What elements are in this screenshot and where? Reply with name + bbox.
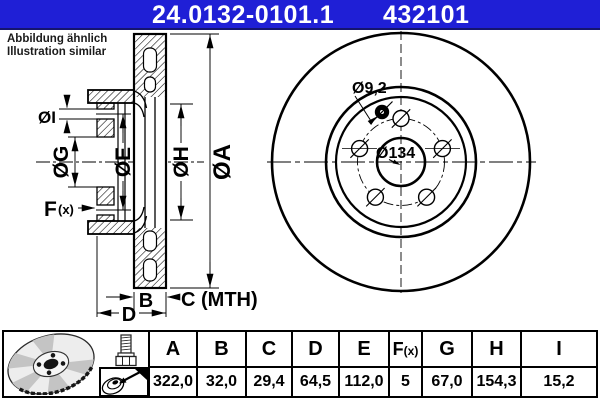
col-header-a: A <box>148 330 198 368</box>
value-g: 67,0 <box>421 366 473 398</box>
outer-diameter-circle <box>270 31 532 293</box>
note-line-en: Illustration similar <box>7 46 107 58</box>
center-dia-leader <box>388 159 401 165</box>
brake-disc-3d-icon <box>7 333 95 395</box>
locating-hole <box>354 95 393 125</box>
vent-slot <box>143 76 157 93</box>
label-dia-h: ØH <box>170 146 193 178</box>
header-bar: 24.0132-0101.1 432101 <box>0 0 600 30</box>
label-center-dia: Ø134 <box>376 145 415 162</box>
similarity-note: Abbildung ähnlich Illustration similar <box>7 33 107 59</box>
hat-edge-circle <box>334 95 468 229</box>
label-d: D <box>122 304 136 326</box>
hat-flange-top <box>87 89 135 104</box>
reference-number: 432101 <box>383 1 470 29</box>
note-line-de: Abbildung ähnlich <box>7 33 108 45</box>
f-main: F <box>392 338 404 359</box>
value-c: 29,4 <box>245 366 293 398</box>
hat-wall <box>96 118 115 138</box>
col-header-f: F(x) <box>388 330 423 368</box>
hat-wall <box>96 214 115 222</box>
vent-slot <box>142 258 158 282</box>
neck-curve <box>133 206 145 222</box>
hat-wall <box>96 186 115 206</box>
label-dia-a: ØA <box>209 144 236 180</box>
value-h: 154,3 <box>471 366 522 398</box>
value-a: 322,0 <box>148 366 198 398</box>
dimension-lines <box>59 33 219 317</box>
col-header-e: E <box>338 330 390 368</box>
hat-flange-bottom <box>87 220 135 235</box>
label-dia-i: ØI <box>38 108 56 127</box>
value-f: 5 <box>388 366 423 398</box>
label-dia-e: ØE <box>112 147 135 177</box>
value-b: 32,0 <box>196 366 247 398</box>
label-f-sub: (x) <box>58 202 74 217</box>
col-header-b: B <box>196 330 247 368</box>
friction-inner-circle <box>324 85 478 239</box>
table-icon-cell <box>2 330 150 398</box>
vent-slot <box>142 47 158 73</box>
f-sub: (x) <box>403 343 419 358</box>
leader-arrowhead <box>367 116 377 125</box>
col-header-i: I <box>520 330 598 368</box>
wheel-bolt-holes <box>342 108 460 207</box>
mounting-bolt-icon <box>115 334 137 367</box>
section-labels: ØI ØG ØE ØH ØA F (x) B C (MTH) D <box>38 108 258 326</box>
label-b: B <box>139 290 153 312</box>
col-header-h: H <box>471 330 522 368</box>
label-dia-g: ØG <box>50 146 73 179</box>
value-e: 112,0 <box>338 366 390 398</box>
section-view: ØI ØG ØE ØH ØA F (x) B C (MTH) D <box>36 32 258 326</box>
mounting-direction-icon <box>99 367 147 395</box>
dimension-table: A B C D E F(x) G H I 322,0 32,0 29,4 64,… <box>2 330 598 398</box>
label-c-mth: C (MTH) <box>181 289 258 311</box>
hat-wall <box>96 102 115 110</box>
value-i: 15,2 <box>520 366 598 398</box>
neck-curve <box>133 102 145 118</box>
col-header-c: C <box>245 330 293 368</box>
neck-curve <box>133 215 148 234</box>
center-bore-circle <box>375 136 427 188</box>
col-header-d: D <box>291 330 340 368</box>
neck-curve <box>133 90 148 109</box>
col-header-g: G <box>421 330 473 368</box>
vent-slot <box>142 230 158 252</box>
front-view: Ø9,2 Ø134 <box>267 31 536 293</box>
part-number: 24.0132-0101.1 <box>152 1 335 29</box>
label-hole-dia: Ø9,2 <box>352 80 387 97</box>
value-d: 64,5 <box>291 366 340 398</box>
label-f-main: F <box>44 198 57 221</box>
